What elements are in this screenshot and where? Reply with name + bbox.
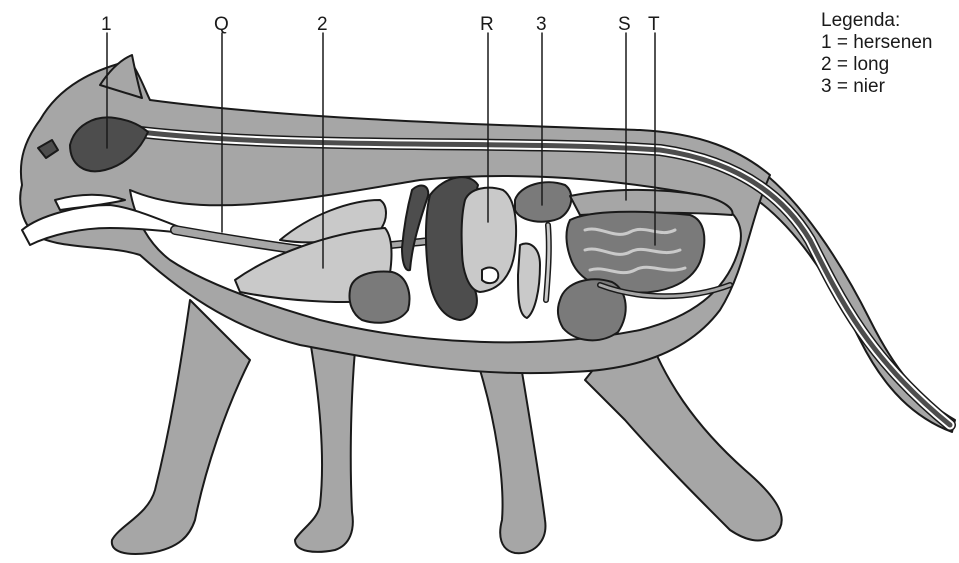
legend-item-1: 1 = hersenen — [821, 32, 932, 54]
front-leg — [112, 300, 250, 554]
legend-item-2: 2 = long — [821, 54, 932, 76]
legend-title: Legenda: — [821, 10, 932, 32]
hind-leg-inner — [480, 360, 545, 553]
legend: Legenda: 1 = hersenen 2 = long 3 = nier — [821, 10, 932, 98]
kidney — [515, 182, 571, 221]
label-t: T — [648, 14, 660, 35]
gallbladder — [482, 268, 498, 284]
heart — [350, 272, 410, 323]
label-2: 2 — [317, 14, 328, 35]
label-1: 1 — [101, 14, 112, 35]
front-leg-inner — [295, 340, 355, 552]
label-r: R — [480, 14, 494, 35]
legend-item-3: 3 = nier — [821, 76, 932, 98]
label-3: 3 — [536, 14, 547, 35]
label-s: S — [618, 14, 631, 35]
label-q: Q — [214, 14, 229, 35]
